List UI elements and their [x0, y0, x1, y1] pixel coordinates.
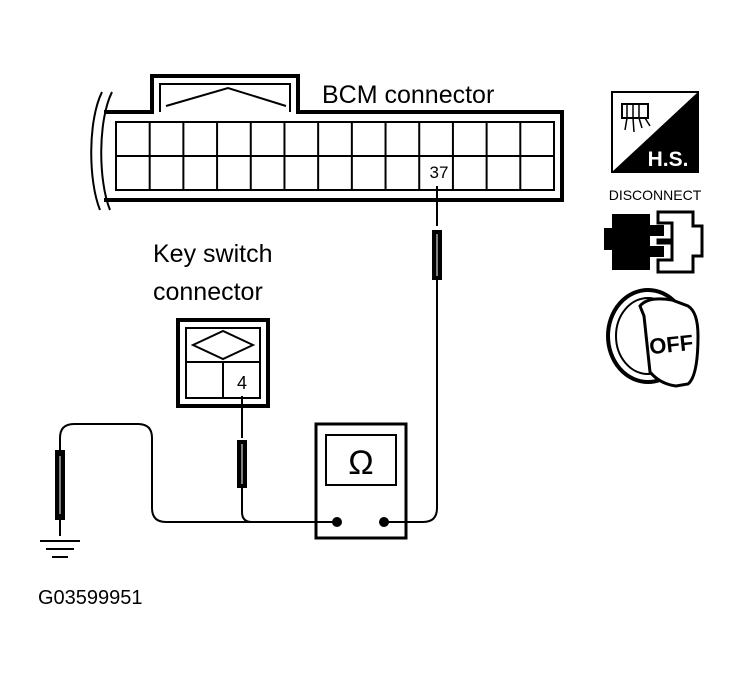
off-icon-label: OFF	[648, 330, 694, 359]
bcm-probe	[432, 200, 442, 280]
key-switch-label-line2: connector	[153, 278, 263, 306]
disconnect-icon-label: DISCONNECT	[609, 187, 702, 203]
bcm-connector: BCM connector 37	[90, 74, 564, 211]
disconnect-icon: DISCONNECT	[604, 187, 704, 274]
key-switch-label-line1: Key switch	[153, 240, 272, 268]
harness-side-icon: H.S.	[611, 91, 699, 173]
ohmmeter: Ω	[314, 422, 408, 540]
figure-id: G03599951	[38, 587, 143, 609]
bcm-connector-label: BCM connector	[322, 81, 494, 109]
ignition-off-icon: OFF	[606, 288, 700, 388]
key-switch-probe	[237, 420, 247, 488]
key-switch-pin-number: 4	[237, 373, 247, 393]
hs-icon-label: H.S.	[648, 148, 689, 171]
ohm-symbol: Ω	[348, 444, 373, 482]
wiring	[59, 186, 438, 536]
key-switch-connector: Key switch connector 4	[153, 240, 272, 408]
bcm-cavity-grid	[116, 122, 554, 190]
bcm-pin-number: 37	[430, 163, 449, 182]
ground-probe	[55, 450, 65, 520]
ground-icon	[40, 540, 80, 558]
